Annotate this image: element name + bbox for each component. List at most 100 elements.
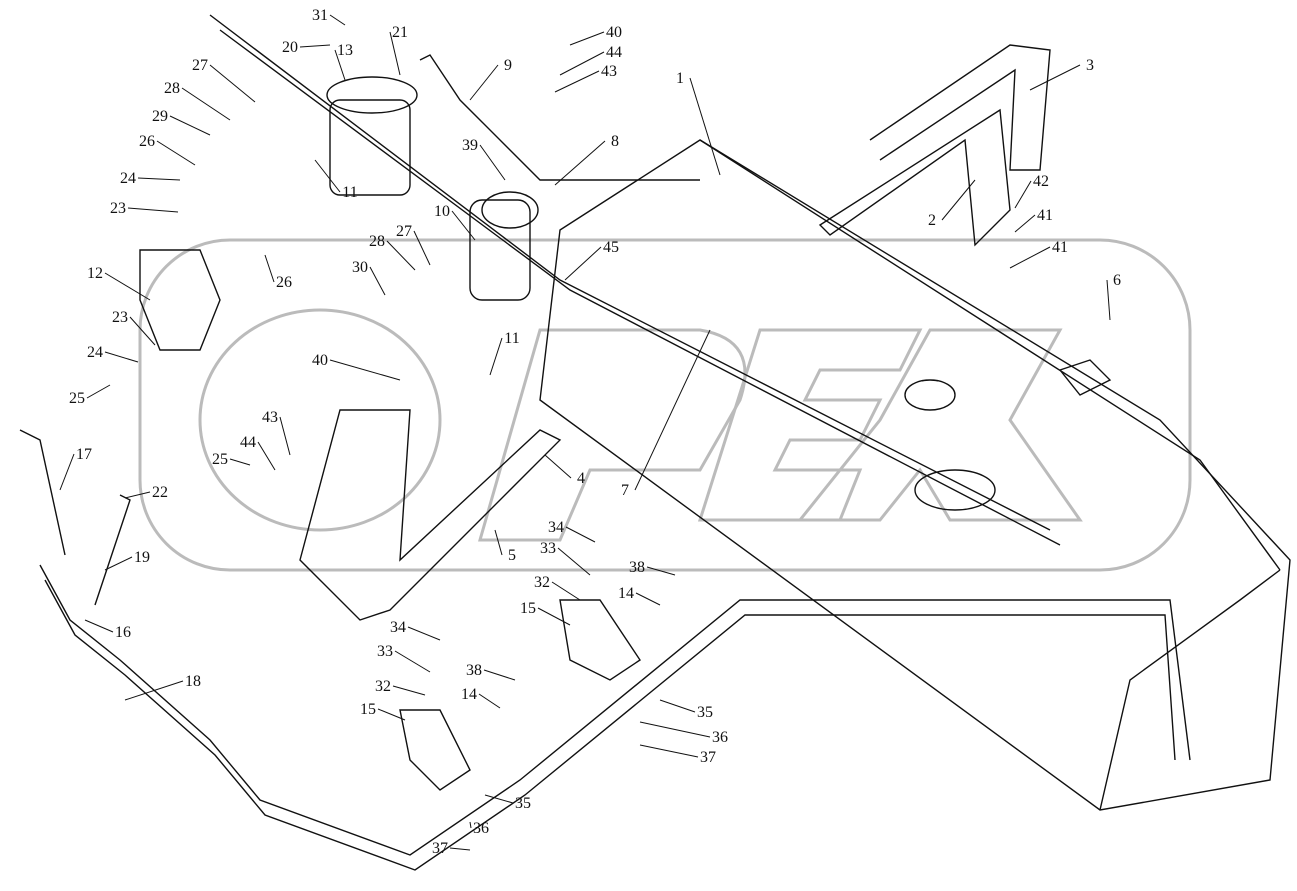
part-callout-17: 17: [76, 446, 92, 463]
leader-line: [451, 210, 476, 241]
part-callout-23: 23: [112, 309, 128, 326]
part-callout-24: 24: [120, 170, 136, 187]
part-callout-24: 24: [87, 344, 103, 361]
part-callout-41: 41: [1052, 239, 1068, 256]
part-callout-36: 36: [473, 820, 489, 837]
leader-line: [124, 491, 151, 499]
part-callout-3: 3: [1086, 57, 1094, 74]
part-callout-2: 2: [928, 212, 936, 229]
leader-line: [86, 384, 111, 399]
part-callout-38: 38: [466, 662, 482, 679]
part-callout-27: 27: [396, 223, 412, 240]
part-callout-6: 6: [1113, 272, 1121, 289]
leader-line: [639, 721, 711, 738]
leader-line: [377, 708, 406, 721]
leader-line: [1014, 214, 1036, 233]
tank-straps: [299, 44, 1051, 621]
leader-line: [494, 529, 503, 556]
part-callout-42: 42: [1033, 173, 1049, 190]
leader-line: [413, 230, 431, 266]
part-callout-15: 15: [520, 600, 536, 617]
leader-line: [181, 87, 231, 121]
leader-line: [639, 744, 699, 758]
leader-line: [127, 207, 179, 213]
part-callout-33: 33: [377, 643, 393, 660]
part-callout-18: 18: [185, 673, 201, 690]
part-callout-38: 38: [629, 559, 645, 576]
leader-line: [329, 359, 401, 381]
part-callout-40: 40: [312, 352, 328, 369]
leader-line: [659, 699, 696, 713]
leader-line: [551, 581, 581, 601]
part-callout-14: 14: [618, 585, 634, 602]
leader-line: [389, 31, 401, 76]
part-callout-37: 37: [700, 749, 716, 766]
leader-line: [169, 115, 211, 136]
leader-line: [264, 254, 275, 283]
leader-line: [1106, 279, 1111, 321]
leader-line: [84, 619, 114, 633]
leader-line: [329, 14, 346, 26]
part-callout-37: 37: [432, 840, 448, 857]
part-callout-27: 27: [192, 57, 208, 74]
part-callout-19: 19: [134, 549, 150, 566]
part-callout-21: 21: [392, 24, 408, 41]
fuel-filter: [326, 76, 539, 301]
leader-line: [635, 592, 661, 606]
leader-line: [257, 441, 276, 471]
part-callout-36: 36: [712, 729, 728, 746]
part-callout-29: 29: [152, 108, 168, 125]
leader-line: [137, 177, 181, 181]
part-callout-11: 11: [504, 330, 519, 347]
part-callout-30: 30: [352, 259, 368, 276]
part-callout-45: 45: [603, 239, 619, 256]
leader-line: [564, 246, 602, 281]
leader-line: [478, 693, 501, 709]
part-callout-28: 28: [369, 233, 385, 250]
leader-line: [559, 51, 605, 76]
leader-line: [544, 454, 572, 479]
part-callout-34: 34: [548, 519, 564, 536]
part-callout-13: 13: [337, 42, 353, 59]
leader-line: [129, 316, 156, 346]
leader-line: [334, 49, 346, 81]
leader-line: [1014, 180, 1032, 209]
part-callout-12: 12: [87, 265, 103, 282]
leader-line: [104, 556, 133, 571]
leader-line: [369, 266, 386, 296]
watermark-logo: [138, 238, 1192, 572]
part-callout-40: 40: [606, 24, 622, 41]
part-callout-8: 8: [611, 133, 619, 150]
part-callout-44: 44: [606, 44, 622, 61]
leader-line: [554, 140, 606, 186]
brackets: [139, 249, 641, 791]
leader-line: [104, 272, 151, 301]
part-callout-11: 11: [342, 184, 357, 201]
leader-line: [569, 31, 605, 46]
leader-line: [565, 526, 596, 543]
leader-line: [229, 458, 251, 466]
leader-line: [124, 680, 184, 701]
leader-line: [557, 547, 591, 576]
part-callout-14: 14: [461, 686, 477, 703]
part-callout-41: 41: [1037, 207, 1053, 224]
part-callout-39: 39: [462, 137, 478, 154]
leader-line: [314, 159, 341, 193]
leader-line: [483, 669, 516, 681]
leader-line: [386, 240, 416, 271]
fuel-lines: [19, 14, 1191, 871]
part-callout-22: 22: [152, 484, 168, 501]
leader-line: [634, 329, 711, 491]
part-callout-31: 31: [312, 7, 328, 24]
part-callout-10: 10: [434, 203, 450, 220]
part-callout-7: 7: [621, 482, 629, 499]
part-callout-44: 44: [240, 434, 256, 451]
part-callout-26: 26: [276, 274, 292, 291]
part-callout-32: 32: [375, 678, 391, 695]
leader-line: [469, 64, 499, 101]
part-callout-5: 5: [508, 547, 516, 564]
leader-line: [156, 140, 196, 166]
leader-line: [941, 179, 976, 221]
